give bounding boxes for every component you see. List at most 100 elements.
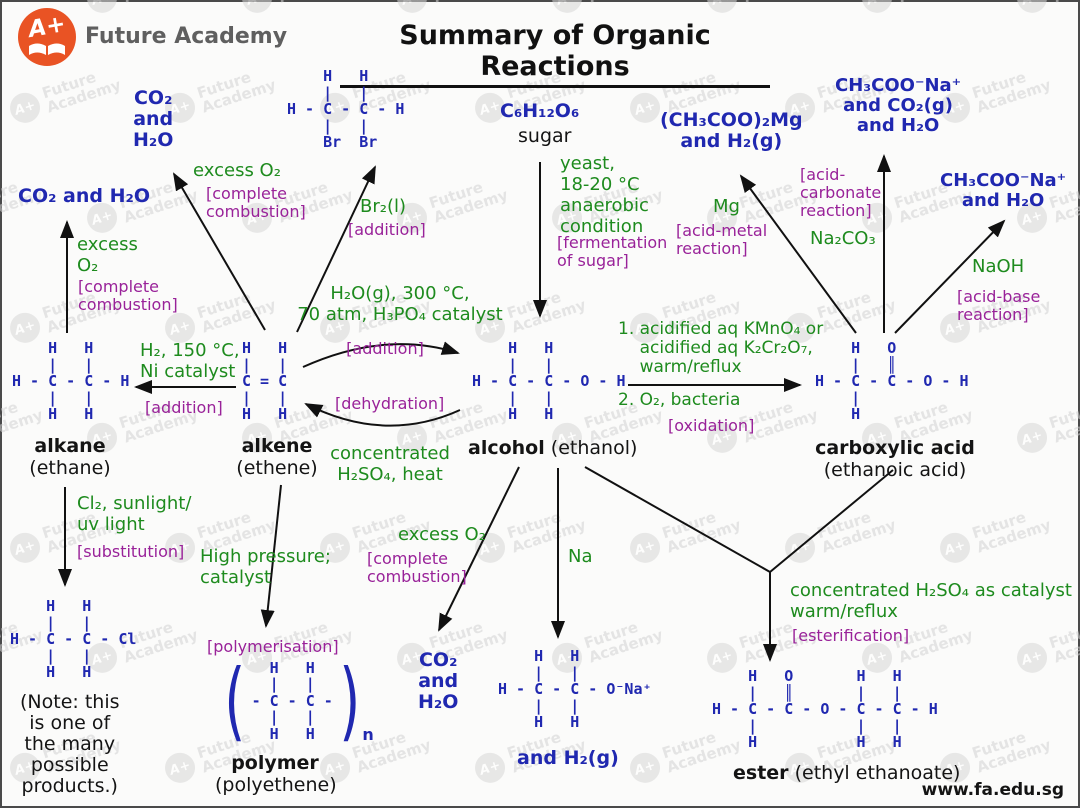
polymer-label: polymer(polyethene) [215,752,337,796]
acid-metal-conditions: Mg [713,196,740,217]
watermark-tile: A+Future Academy [1013,393,1080,457]
watermark-tile: A+Future Academy [548,0,665,17]
watermark-tile: A+Future Academy [161,63,279,127]
acid-carbonate-conditions: Na₂CO₃ [810,228,876,249]
substitution-type: [substitution] [77,542,185,561]
watermark-badge-icon: A+ [703,0,741,17]
polymer-bracket-right: ) [339,651,361,751]
carboxylic-acid-structure: H O | ║ H - C - C - O - H | H [815,339,969,423]
ester-structure: H O H H | ║ | | H - C - C - O - C - C - … [712,667,938,751]
watermark-text: Future Academy [427,0,510,7]
watermark-badge-icon: A+ [1013,0,1051,17]
esterification-conditions: concentrated H₂SO₄ as catalyst warm/refl… [790,580,1072,622]
polymer-structure: ( H H | | - C - C - | | H H ) n [224,651,374,751]
ester-label: ester (ethyl ethanoate) [733,762,961,784]
watermark-text: Future Academy [737,0,820,7]
arrow-alcohol-combustion [438,466,520,632]
watermark-text: Future Academy [969,727,1054,777]
watermark-badge-icon: A+ [626,528,664,567]
watermark-badge-icon: A+ [393,0,431,17]
watermark-text: Future Academy [426,177,511,227]
alkene-label: alkene(ethene) [236,435,318,479]
watermark-text: Future Academy [272,0,355,7]
watermark-tile: A+Future Academy [781,503,899,567]
acid-metal-type: [acid-metal reaction] [676,221,768,258]
alcohol-combustion-conditions: excess O₂ [398,524,486,545]
watermark-text: Future Academy [969,67,1054,117]
substitution-conditions: Cl₂, sunlight/ uv light [77,493,192,535]
watermark-text: Future Academy [892,0,975,7]
logo-text: Future Academy [85,24,288,49]
logo-badge-icon: A+ [18,8,76,66]
watermark-text: Future Academy [194,67,279,117]
watermark-badge-icon: A+ [1013,418,1051,457]
line-alcohol-to-ester [584,466,771,573]
hydroxide-products: CH₃COO⁻Na⁺ and H₂O [940,170,1067,211]
watermark-tile: A+Future Academy [626,503,743,567]
watermark-text: Future Academy [0,0,45,7]
line-acid-to-ester [769,469,894,573]
watermark-tile: A+Future Academy [6,63,123,127]
logo: A+ Future Academy [18,8,287,66]
watermark-text: Future Academy [814,287,899,337]
watermark-text: Future Academy [814,507,899,557]
esterification-type: [esterification] [792,626,910,645]
alcohol-combustion-type: [complete combustion] [367,549,467,586]
alcohol-structure: H H | | H - C - C - O - H | | H H [472,339,626,423]
hydration-conditions: H₂O(g), 300 °C, 70 atm, H₃PO₄ catalyst [297,283,503,325]
watermark-badge-icon: A+ [781,528,819,567]
sodium-conditions: Na [568,546,593,567]
alkene-combustion-type: [complete combustion] [206,184,306,221]
dibromoethane-structure: H H | | H - C - C - H | | Br Br [287,67,405,151]
oxidation-conditions-below: 2. O₂, bacteria [618,390,741,410]
watermark-tile: A+Future Academy [703,0,820,17]
carboxylic-acid-label: carboxylic acid(ethanoic acid) [815,437,975,481]
watermark-text: Future Academy [504,287,589,337]
watermark-tile: A+Future Academy [161,283,279,347]
oxidation-type: [oxidation] [668,416,755,435]
watermark-text: Future Academy [194,287,279,337]
watermark-badge-icon: A+ [6,88,44,127]
alkane-label: alkane(ethane) [29,435,111,479]
watermark-badge-icon: A+ [1013,638,1051,677]
watermark-badge-icon: A+ [6,528,44,567]
watermark-tile: A+Future Academy [936,503,1054,567]
carbonate-products: CH₃COO⁻Na⁺ and CO₂(g) and H₂O [835,75,962,136]
acid-base-type: [acid-base reaction] [957,287,1041,324]
watermark-text: Future Academy [1046,397,1080,447]
alkane-combustion-conditions: excess O₂ [77,234,138,276]
watermark-tile: A+Future Academy [393,0,510,17]
watermark-tile: A+Future Academy [858,0,975,17]
alkene-structure: H H | | C = C | | H H [242,339,288,423]
logo-aplus-text: A+ [26,10,68,44]
bromination-type: [addition] [348,220,426,239]
book-icon [29,43,65,55]
hydrogenation-conditions: H₂, 150 °C, Ni catalyst [140,340,240,382]
magnesium-salt-products: (CH₃COO)₂Mg and H₂(g) [660,109,803,152]
sugar-formula: C₆H₁₂O₆ [500,100,580,122]
polymer-subscript-n: n [362,725,374,744]
alkane-combustion-products: CO₂ and H₂O [18,185,150,207]
page-title: Summary of Organic Reactions [340,20,770,88]
dehydration-conditions: concentrated H₂SO₄, heat [330,443,450,485]
hydration-type: [addition] [346,339,424,358]
sugar-name: sugar [518,125,572,147]
watermark-badge-icon: A+ [471,748,509,787]
watermark-text: Future Academy [582,0,665,7]
acid-carbonate-type: [acid- carbonate reaction] [800,165,882,220]
polymer-bracket-left: ( [224,651,246,751]
fermentation-conditions: yeast, 18-20 °C anaerobic condition [560,153,649,237]
watermark-badge-icon: A+ [626,748,664,787]
alkane-structure: H H | | H - C - C - H | | H H [12,339,130,423]
oxidation-conditions-above: 1. acidified aq KMnO₄ or acidified aq K₂… [618,319,824,377]
polymerisation-conditions: High pressure; catalyst [200,546,331,588]
hydrogen-gas-product: and H₂(g) [517,747,619,769]
alcohol-label: alcohol (ethanol) [468,437,638,459]
watermark-text: Future Academy [969,507,1054,557]
watermark-badge-icon: A+ [161,748,199,787]
alcohol-combustion-products: CO₂ and H₂O [418,649,459,713]
watermark-badge-icon: A+ [858,0,896,17]
watermark-text: Future Academy [117,0,200,7]
hydrogenation-type: [addition] [145,398,223,417]
